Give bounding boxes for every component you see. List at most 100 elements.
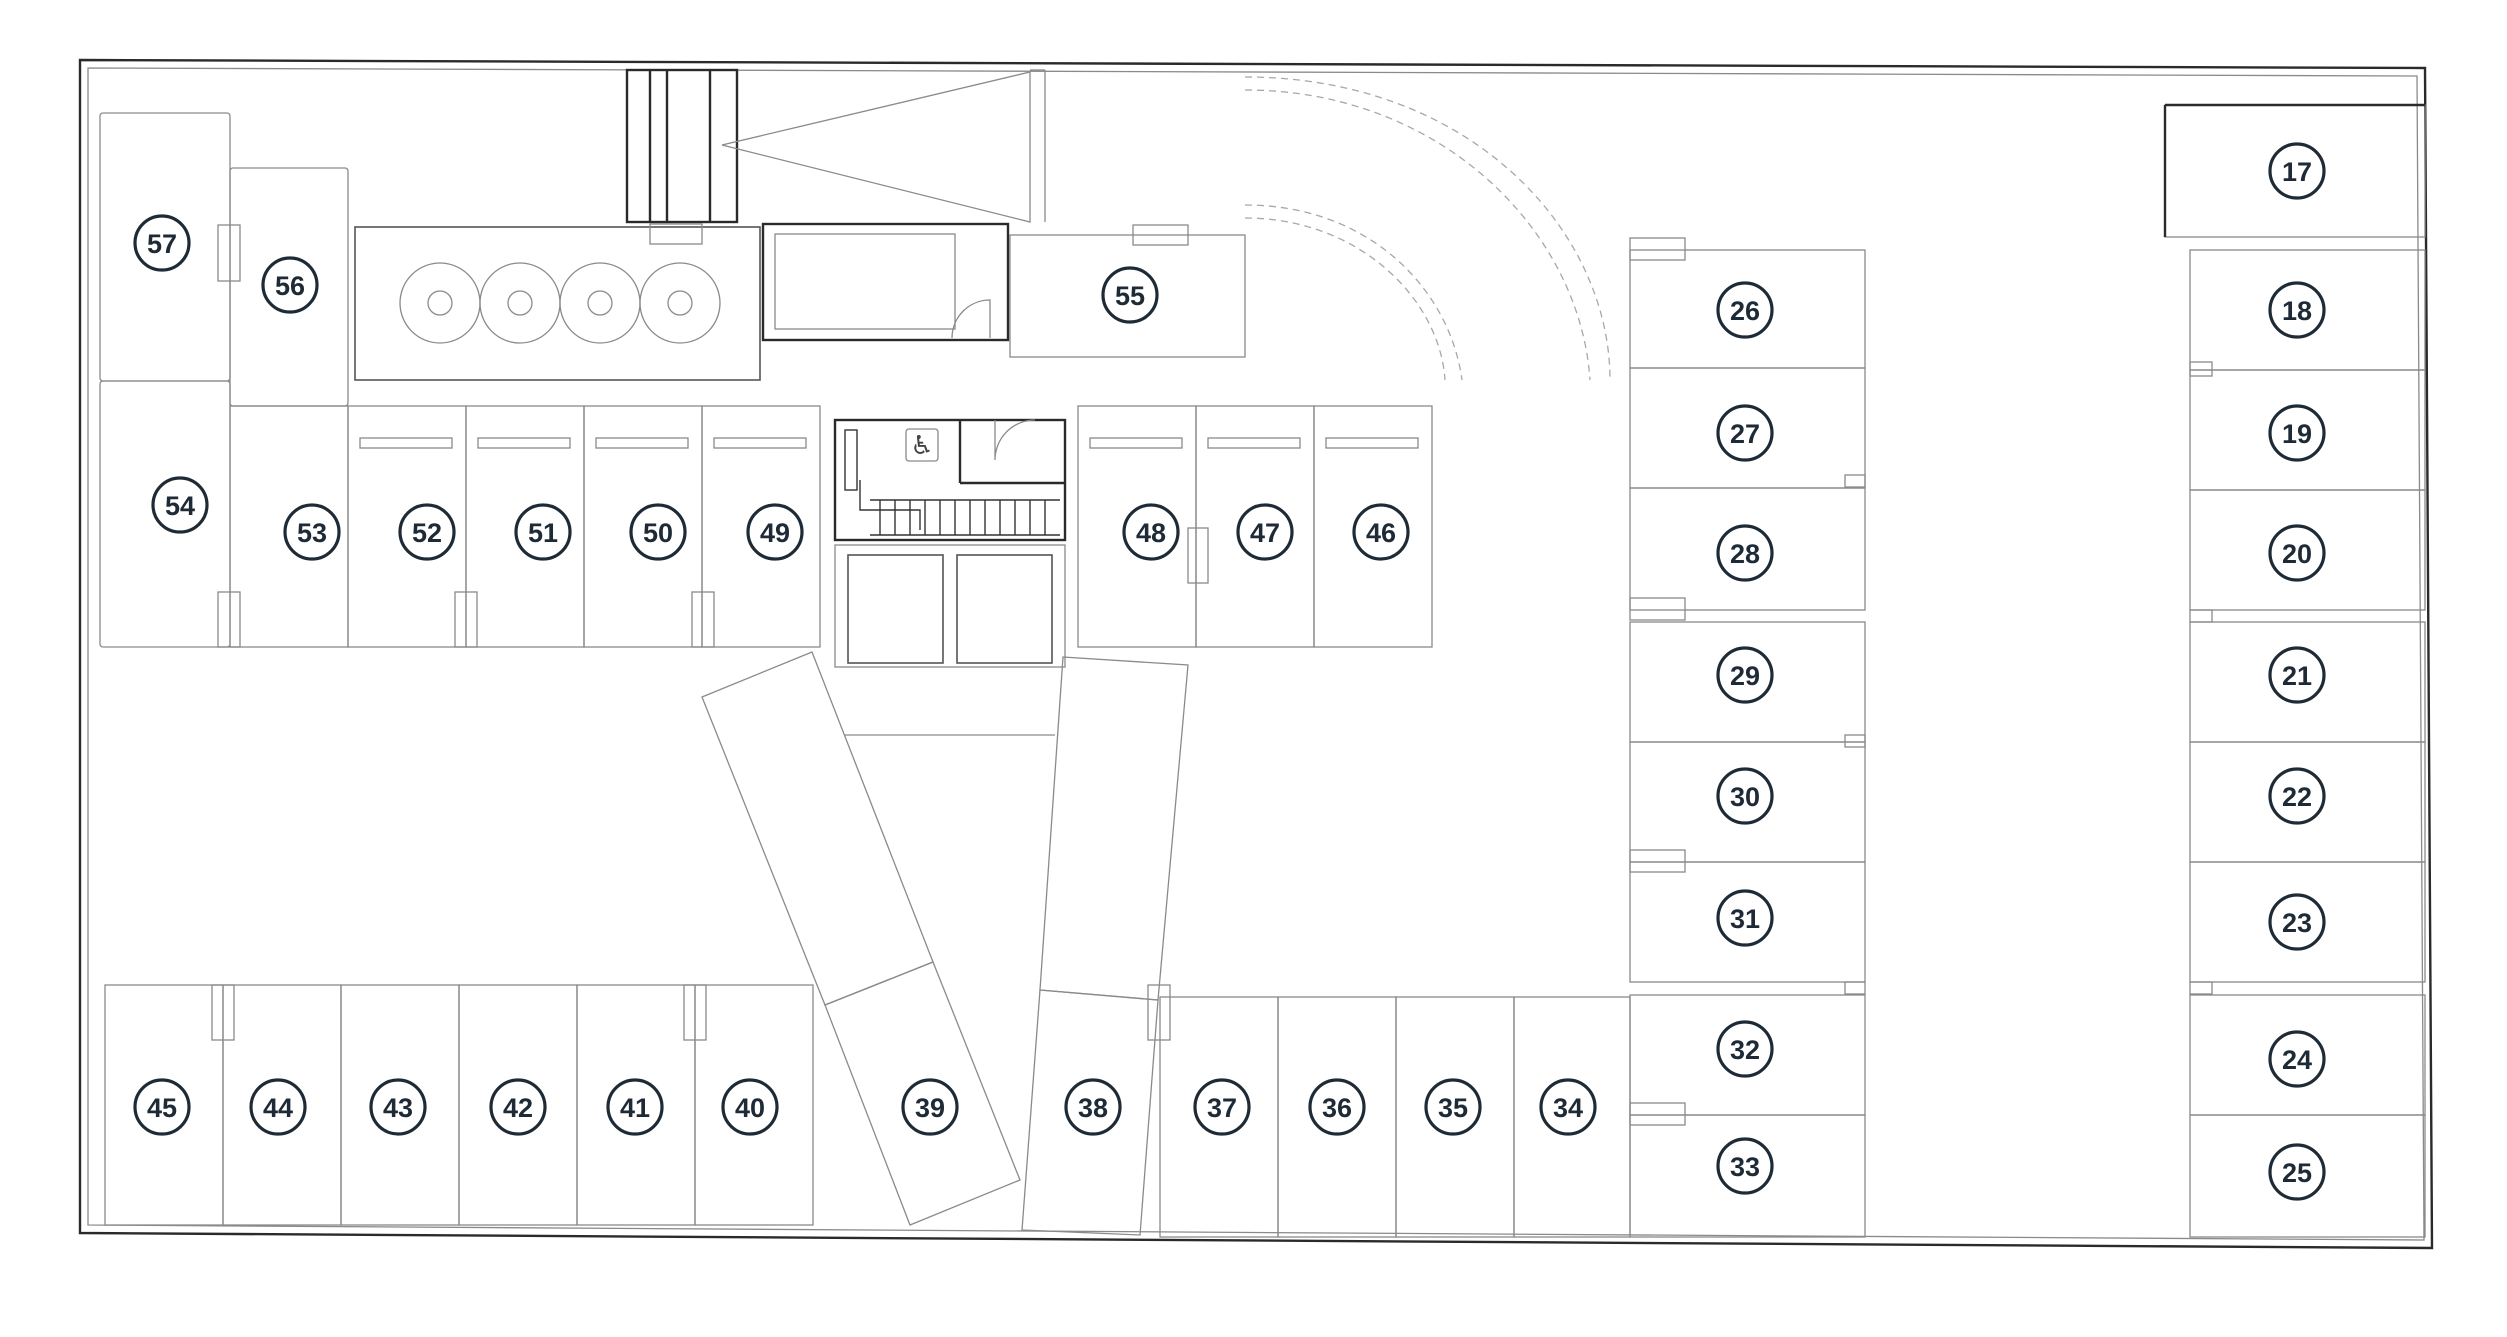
space-number-label: 49 bbox=[760, 518, 790, 548]
space-marker-circle bbox=[2268, 646, 2326, 704]
space-number-label: 53 bbox=[297, 518, 327, 548]
space-number-label: 29 bbox=[1730, 661, 1760, 691]
parking-space-49[interactable]: 49 bbox=[746, 503, 804, 561]
space-marker-circle bbox=[1308, 1078, 1366, 1136]
parking-space-33[interactable]: 33 bbox=[1716, 1137, 1774, 1195]
parking-space-20[interactable]: 20 bbox=[2268, 524, 2326, 582]
parking-space-55[interactable]: 55 bbox=[1101, 266, 1159, 324]
parking-space-28[interactable]: 28 bbox=[1716, 524, 1774, 582]
space-number-label: 32 bbox=[1730, 1035, 1760, 1065]
space-number-label: 52 bbox=[412, 518, 442, 548]
parking-space-35[interactable]: 35 bbox=[1424, 1078, 1482, 1136]
space-marker-circle bbox=[1122, 503, 1180, 561]
space-marker-circle bbox=[489, 1078, 547, 1136]
space-number-label: 54 bbox=[165, 491, 195, 521]
parking-space-24[interactable]: 24 bbox=[2268, 1030, 2326, 1088]
space-marker-circle bbox=[1716, 1020, 1774, 1078]
parking-space-37[interactable]: 37 bbox=[1193, 1078, 1251, 1136]
space-number-label: 23 bbox=[2282, 908, 2312, 938]
parking-space-56[interactable]: 56 bbox=[261, 256, 319, 314]
parking-space-50[interactable]: 50 bbox=[629, 503, 687, 561]
space-number-label: 50 bbox=[643, 518, 673, 548]
parking-space-46[interactable]: 46 bbox=[1352, 503, 1410, 561]
parking-space-54[interactable]: 54 bbox=[151, 476, 209, 534]
space-marker-circle bbox=[261, 256, 319, 314]
parking-space-42[interactable]: 42 bbox=[489, 1078, 547, 1136]
elevator-icon bbox=[834, 544, 1066, 736]
space-number-label: 45 bbox=[147, 1093, 177, 1123]
wheelchair-accessible-icon: ♿ bbox=[905, 428, 939, 462]
space-marker-circle bbox=[1716, 646, 1774, 704]
parking-space-53[interactable]: 53 bbox=[283, 503, 341, 561]
parking-space-21[interactable]: 21 bbox=[2268, 646, 2326, 704]
space-marker-circle bbox=[369, 1078, 427, 1136]
space-marker-circle bbox=[1539, 1078, 1597, 1136]
parking-space-31[interactable]: 31 bbox=[1716, 889, 1774, 947]
space-number-label: 21 bbox=[2282, 661, 2312, 691]
space-number-label: 46 bbox=[1366, 518, 1396, 548]
space-marker-circle bbox=[1064, 1078, 1122, 1136]
space-marker-circle bbox=[1716, 281, 1774, 339]
space-marker-circle bbox=[1716, 404, 1774, 462]
parking-space-41[interactable]: 41 bbox=[606, 1078, 664, 1136]
stall-lines-bottom-left bbox=[104, 984, 814, 1226]
stall-lines-top-left bbox=[99, 112, 821, 648]
svg-text:♿: ♿ bbox=[910, 431, 933, 461]
space-number-label: 48 bbox=[1136, 518, 1166, 548]
parking-space-51[interactable]: 51 bbox=[514, 503, 572, 561]
parking-space-47[interactable]: 47 bbox=[1236, 503, 1294, 561]
space-marker-circle bbox=[1236, 503, 1294, 561]
parking-space-48[interactable]: 48 bbox=[1122, 503, 1180, 561]
space-number-label: 26 bbox=[1730, 296, 1760, 326]
space-number-label: 34 bbox=[1553, 1093, 1583, 1123]
space-number-label: 56 bbox=[275, 271, 305, 301]
space-number-label: 20 bbox=[2282, 539, 2312, 569]
space-number-label: 27 bbox=[1730, 419, 1760, 449]
parking-space-36[interactable]: 36 bbox=[1308, 1078, 1366, 1136]
parking-space-26[interactable]: 26 bbox=[1716, 281, 1774, 339]
parking-space-43[interactable]: 43 bbox=[369, 1078, 427, 1136]
parking-space-29[interactable]: 29 bbox=[1716, 646, 1774, 704]
water-tank-room bbox=[354, 223, 761, 381]
parking-space-52[interactable]: 52 bbox=[398, 503, 456, 561]
space-marker-circle bbox=[629, 503, 687, 561]
space-marker-circle bbox=[1101, 266, 1159, 324]
stall-lines-right bbox=[2163, 103, 2426, 1238]
space-marker-circle bbox=[1193, 1078, 1251, 1136]
space-number-label: 24 bbox=[2282, 1045, 2312, 1075]
parking-space-19[interactable]: 19 bbox=[2268, 404, 2326, 462]
parking-space-23[interactable]: 23 bbox=[2268, 893, 2326, 951]
space-marker-circle bbox=[2268, 524, 2326, 582]
parking-space-38[interactable]: 38 bbox=[1064, 1078, 1122, 1136]
space-number-label: 19 bbox=[2282, 419, 2312, 449]
parking-space-30[interactable]: 30 bbox=[1716, 767, 1774, 825]
water-tank-icon bbox=[399, 262, 721, 344]
space-number-label: 37 bbox=[1207, 1093, 1237, 1123]
space-marker-circle bbox=[721, 1078, 779, 1136]
parking-space-34[interactable]: 34 bbox=[1539, 1078, 1597, 1136]
parking-space-39[interactable]: 39 bbox=[901, 1078, 959, 1136]
space-marker-circle bbox=[2268, 1143, 2326, 1201]
parking-space-44[interactable]: 44 bbox=[249, 1078, 307, 1136]
space-number-label: 35 bbox=[1438, 1093, 1468, 1123]
space-marker-circle bbox=[151, 476, 209, 534]
stall-lines-bottom-middle bbox=[1147, 984, 1631, 1238]
space-marker-circle bbox=[2268, 281, 2326, 339]
pillar bbox=[1132, 224, 1189, 246]
parking-space-32[interactable]: 32 bbox=[1716, 1020, 1774, 1078]
parking-space-18[interactable]: 18 bbox=[2268, 281, 2326, 339]
space-number-label: 31 bbox=[1730, 904, 1760, 934]
space-number-label: 47 bbox=[1250, 518, 1280, 548]
parking-space-57[interactable]: 57 bbox=[133, 214, 191, 272]
space-number-label: 33 bbox=[1730, 1152, 1760, 1182]
parking-space-25[interactable]: 25 bbox=[2268, 1143, 2326, 1201]
space-number-label: 57 bbox=[147, 229, 177, 259]
parking-space-40[interactable]: 40 bbox=[721, 1078, 779, 1136]
parking-space-17[interactable]: 17 bbox=[2268, 142, 2326, 200]
space-marker-circle bbox=[2268, 404, 2326, 462]
stall-lines-top-middle bbox=[1077, 405, 1433, 648]
parking-space-45[interactable]: 45 bbox=[133, 1078, 191, 1136]
parking-space-22[interactable]: 22 bbox=[2268, 767, 2326, 825]
parking-space-27[interactable]: 27 bbox=[1716, 404, 1774, 462]
utility-room bbox=[761, 222, 1010, 342]
